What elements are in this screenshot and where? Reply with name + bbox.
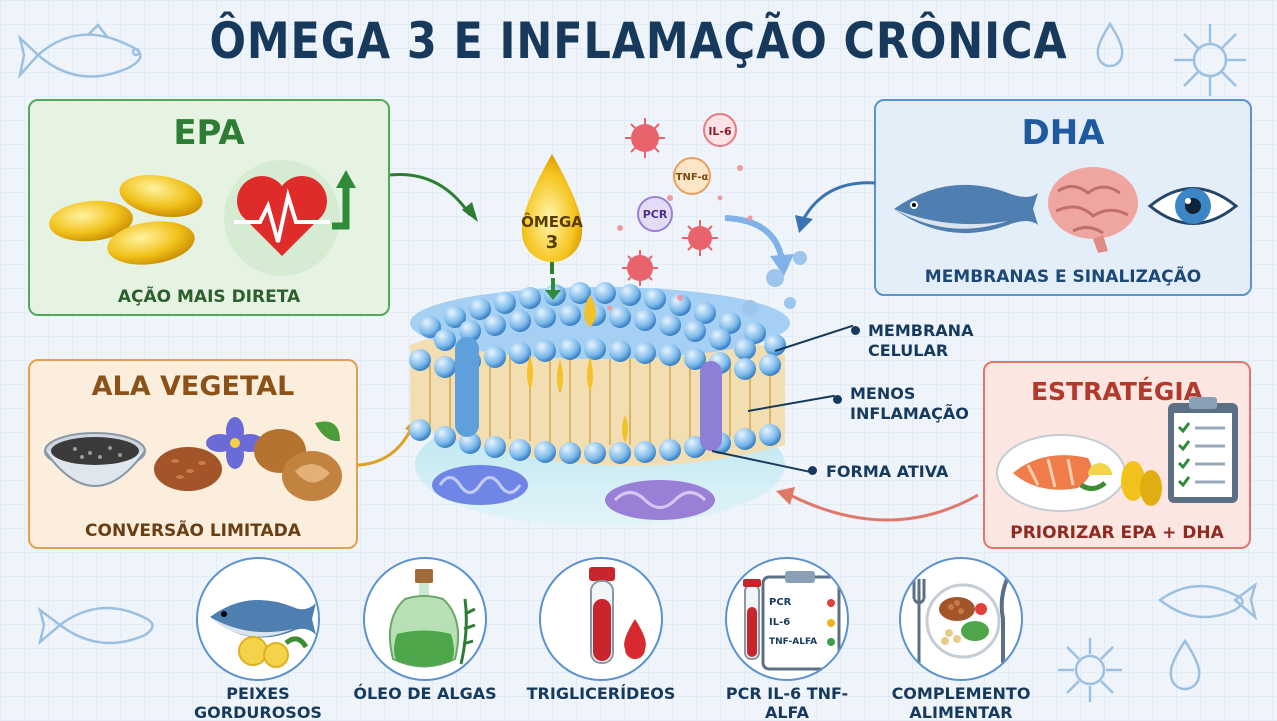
omega-3-drop-icon xyxy=(521,154,583,274)
bottom-label-peixes-line1: PEIXES xyxy=(226,684,290,703)
ala-heading: ALA VEGETAL xyxy=(91,371,295,402)
bottom-label-complemento: COMPLEMENTO ALIMENTAR xyxy=(886,684,1036,721)
heart-rate-up-icon xyxy=(224,160,356,276)
fish-outline-icon-bottom xyxy=(37,606,154,646)
bottom-item-triglicerideos: TRIGLICERÍDEOS xyxy=(526,557,676,703)
bottom-label-marcadores-line1: PCR IL-6 TNF-ALFA xyxy=(725,684,849,721)
algae-oil-bottle-icon xyxy=(363,557,487,681)
lab-row-il6: IL-6 xyxy=(769,617,835,628)
bottom-label-oleo-line1: ÓLEO DE ALGAS xyxy=(353,684,497,703)
pointer-dot-forma xyxy=(808,466,817,475)
bottom-label-marcadores: PCR IL-6 TNF-ALFA xyxy=(712,684,862,721)
salmon-plate-checklist-icon xyxy=(996,397,1238,512)
water-drop-outline-icon xyxy=(1096,21,1124,68)
bottom-label-peixes-line2: GORDUROSOS xyxy=(194,703,322,721)
bottom-label-complemento-line2: ALIMENTAR xyxy=(909,703,1013,721)
estrategia-caption: PRIORIZAR EPA + DHA xyxy=(1010,523,1224,543)
dha-card: DHA MEMBRANAS E SINALIZAÇÃO xyxy=(874,99,1252,296)
label-membrana-line2: CELULAR xyxy=(868,341,949,360)
estrategia-card: ESTRATÉGIA PRIORIZAR EPA + DHA xyxy=(983,361,1251,549)
lab-row-pcr-label: PCR xyxy=(769,597,792,608)
fish-oil-capsules-icon xyxy=(49,174,203,265)
label-menos-line2: INFLAMAÇÃO xyxy=(850,404,969,423)
green-down-arrow-icon xyxy=(545,278,561,300)
marker-pcr: PCR xyxy=(642,208,668,221)
lab-status-dot-green xyxy=(827,638,835,646)
meal-plate-icon xyxy=(899,557,1023,681)
page-title: ÔMEGA 3 E INFLAMAÇÃO CRÔNICA xyxy=(209,12,1068,70)
omega-drop-label: ÔMEGA xyxy=(521,213,583,231)
label-menos-inflamacao: MENOS INFLAMAÇÃO xyxy=(850,384,969,424)
fish-lemon-icon xyxy=(196,557,320,681)
bottom-item-marcadores: PCR IL-6 TNF-ALFA PCR IL-6 TNF-ALFA xyxy=(712,557,862,721)
virus-outline-icon-bottom xyxy=(1058,638,1122,702)
seeds-nuts-icon xyxy=(44,417,342,501)
epa-card: EPA AÇÃO MAIS DIRETA xyxy=(28,99,390,316)
lab-row-il6-label: IL-6 xyxy=(769,617,791,628)
bottom-item-complemento: COMPLEMENTO ALIMENTAR xyxy=(886,557,1036,721)
bottom-item-peixes: PEIXES GORDUROSOS xyxy=(183,557,333,721)
ala-caption: CONVERSÃO LIMITADA xyxy=(85,521,301,541)
water-drop-outline-icon-bottom xyxy=(1169,638,1201,691)
dha-heading: DHA xyxy=(1021,113,1105,153)
bottom-label-complemento-line1: COMPLEMENTO xyxy=(891,684,1031,703)
epa-caption: AÇÃO MAIS DIRETA xyxy=(117,287,301,307)
marker-il6: IL-6 xyxy=(708,125,732,138)
lab-row-tnf-label: TNF-ALFA xyxy=(769,637,818,647)
estrategia-heading: ESTRATÉGIA xyxy=(1030,377,1204,406)
omega-drop-number: 3 xyxy=(545,232,559,253)
bottom-label-triglicerideos-line1: TRIGLICERÍDEOS xyxy=(526,684,676,703)
fish-brain-eye-icon xyxy=(894,167,1239,253)
arrow-epa-to-cell-icon xyxy=(389,173,478,222)
epa-heading: EPA xyxy=(173,113,245,153)
lab-row-pcr: PCR xyxy=(769,597,835,608)
pointer-dot-menos xyxy=(833,395,842,404)
bottom-item-oleo: ÓLEO DE ALGAS xyxy=(350,557,500,703)
arrow-estrategia-to-cell-icon xyxy=(776,487,979,522)
fish-outline-icon-right xyxy=(1157,581,1258,621)
label-menos-line1: MENOS xyxy=(850,384,916,403)
lab-row-tnf: TNF-ALFA xyxy=(769,637,835,647)
blood-tube-icon xyxy=(539,557,663,681)
lab-report-icon: PCR IL-6 TNF-ALFA xyxy=(725,557,849,681)
arrow-markers-to-cell-icon xyxy=(724,215,794,276)
pointer-dot-membrana xyxy=(851,326,860,335)
label-membrana-celular: MEMBRANA CELULAR xyxy=(868,321,973,361)
virus-outline-icon xyxy=(1174,24,1246,96)
inflammatory-markers-cloud xyxy=(607,113,807,316)
dha-caption: MEMBRANAS E SINALIZAÇÃO xyxy=(924,267,1202,287)
bottom-label-triglicerideos: TRIGLICERÍDEOS xyxy=(526,684,676,703)
lab-status-dot-yellow xyxy=(827,618,835,627)
cell-membrane-illustration xyxy=(409,282,790,527)
bottom-label-oleo: ÓLEO DE ALGAS xyxy=(350,684,500,703)
label-forma-ativa: FORMA ATIVA xyxy=(826,462,949,481)
marker-tnf: TNF-α xyxy=(675,172,709,183)
lab-status-dot-red xyxy=(827,598,835,607)
bottom-label-peixes: PEIXES GORDUROSOS xyxy=(183,684,333,721)
ala-card: ALA VEGETAL CONVERSÃO LIMITADA xyxy=(28,359,358,549)
label-membrana-line1: MEMBRANA xyxy=(868,321,974,340)
arrow-dha-to-cell-icon xyxy=(795,181,876,233)
fish-outline-icon xyxy=(18,23,142,80)
